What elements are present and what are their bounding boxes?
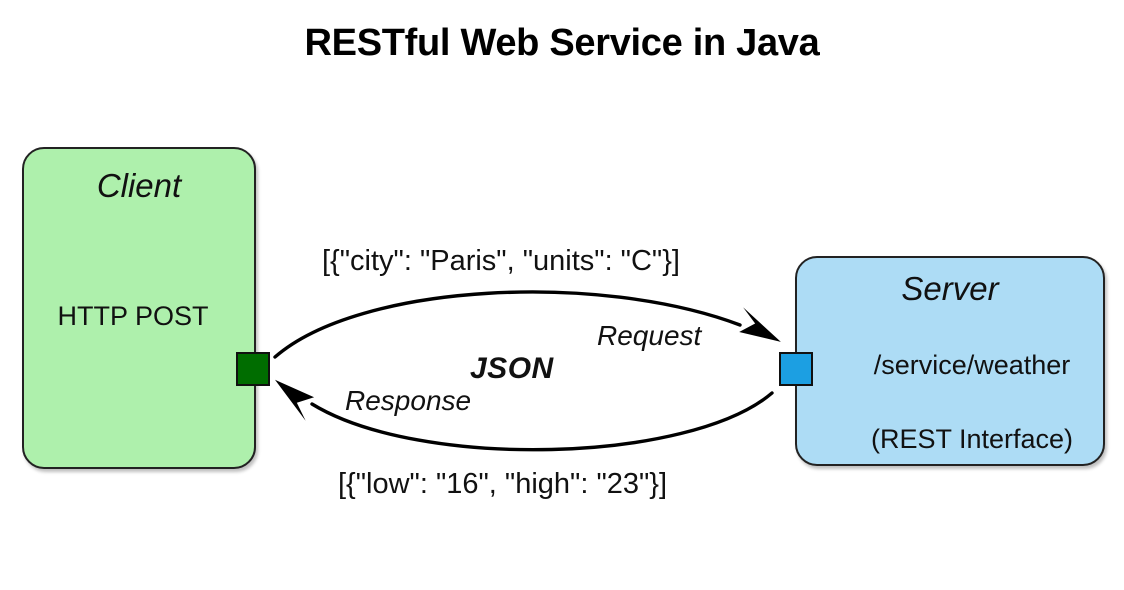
server-interface-label: (REST Interface) <box>870 424 1074 454</box>
server-port[interactable] <box>779 352 813 386</box>
node-client[interactable]: Client HTTP POST <box>22 147 256 469</box>
request-payload-label: [{"city": "Paris", "units": "C"}] <box>322 245 680 277</box>
payload-format-label: JSON <box>470 352 554 385</box>
server-path-label: /service/weather <box>873 350 1071 380</box>
response-edge-label: Response <box>345 385 472 416</box>
client-port[interactable] <box>236 352 270 386</box>
request-edge-label: Request <box>597 320 702 351</box>
page-title: RESTful Web Service in Java <box>304 22 820 64</box>
client-http-method-label: HTTP POST <box>57 301 209 331</box>
client-title: Client <box>96 167 182 204</box>
server-title: Server <box>901 270 999 307</box>
response-payload-label: [{"low": "16", "high": "23"}] <box>338 468 668 500</box>
node-server[interactable]: Server /service/weather (REST Interface) <box>795 256 1105 466</box>
